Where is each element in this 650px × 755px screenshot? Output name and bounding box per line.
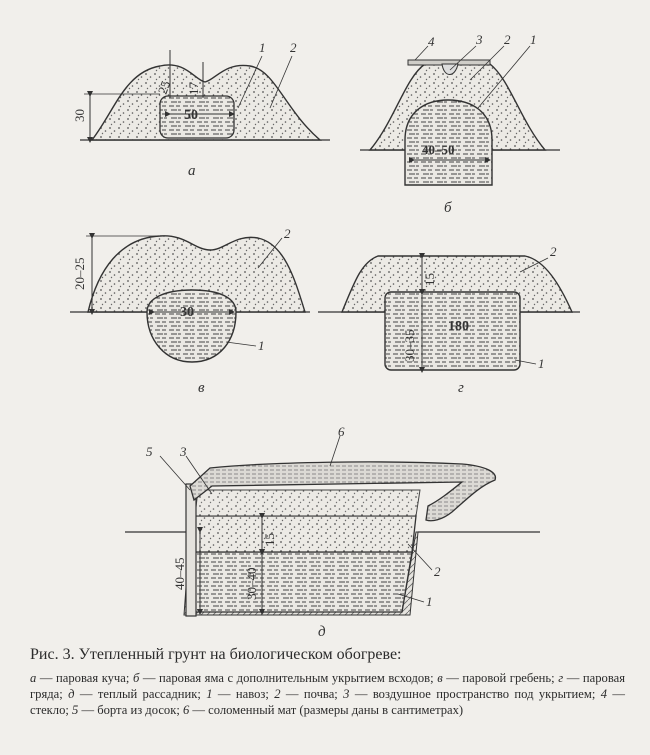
panel-b-callout-2: 2 [504,32,511,47]
panel-v-letter: в [198,380,205,396]
caption-key-3: 3 [343,687,350,701]
panel-d-callout-1: 1 [426,594,433,609]
panel-b-dim-40-50: 40–50 [422,142,455,157]
panel-d-dim-15: 15 [262,533,277,546]
caption-text-b: — паровая яма с дополнительным укрытием … [139,671,438,685]
caption-key-6: 6 [182,703,190,717]
panel-g-dim-30-35: 30–35 [402,330,417,363]
panel-g: 15 30–35 180 2 1 г [318,244,580,396]
panel-d-callout-3: 3 [179,444,187,459]
caption-title: Рис. 3. Утепленный грунт на биологическо… [30,646,402,663]
caption-body: а — паровая куча; б — паровая яма с допо… [30,670,625,718]
panel-a-letter: а [188,163,196,179]
panel-d-straw-mat [189,461,497,522]
panel-g-callout-2: 2 [550,244,557,259]
panel-d-soil-layer [192,515,417,553]
panel-b-letter: б [444,200,452,216]
panel-a: 30 25 17 50 1 2 а [72,40,330,179]
panel-g-dim-15: 15 [422,273,437,286]
caption-key-4: 4 [600,687,608,701]
caption-text-5: — борта из досок; [78,703,183,717]
panel-v-callout-2: 2 [284,226,291,241]
panel-b-callout-4: 4 [428,34,435,49]
panel-a-callout-1: 1 [259,40,266,55]
caption-key-2: 2 [274,687,281,701]
panel-v-dim-30: 30 [180,305,194,320]
panel-d-board [185,483,197,617]
caption-text-g: — паровая гряда; [30,671,625,701]
caption-text-6: — соломенный мат (размеры даны в сантиме… [189,703,464,717]
panel-d: 40–45 15 30–40 5 3 6 2 1 д [125,424,540,640]
caption-text-2: — почва; [280,687,344,701]
panel-a-dim-25: 25 [155,79,174,96]
caption-key-5: 5 [72,703,79,717]
caption-key-g: г [558,671,564,685]
figure-caption: Рис. 3. Утепленный грунт на биологическо… [30,646,625,718]
panel-a-callout-2: 2 [290,40,297,55]
panel-d-manure-layer [192,551,413,613]
panel-b-callout-3: 3 [475,32,483,47]
panel-b-callout-1: 1 [530,32,537,47]
caption-key-1: 1 [206,687,213,701]
panel-v: 20–25 30 2 1 в [70,226,310,396]
panel-g-dim-180: 180 [448,319,469,334]
caption-key-v: в [437,671,443,685]
panel-v-manure-core [146,289,237,363]
panel-d-callout-6: 6 [338,424,345,439]
panel-g-callout-1: 1 [538,356,545,371]
caption-text-3: — воздушное пространство под укрытием; [349,687,601,701]
panel-g-manure-trench [384,291,521,371]
caption-key-b: б [132,671,140,685]
panel-d-air-space [194,489,421,517]
figure-illustration: 30 25 17 50 1 2 а 40–50 4 3 2 1 б 20–2 [70,32,580,640]
caption-key-a: а [30,671,37,685]
panel-a-dim-30: 30 [72,109,87,122]
caption-text-1: — навоз; [212,687,275,701]
caption-text-4: — стекло; [30,687,626,717]
panel-d-callout-5: 5 [146,444,153,459]
panel-d-callout-2: 2 [434,564,441,579]
panel-a-dim-17: 17 [186,82,201,96]
panel-a-dim-50: 50 [184,108,198,123]
caption-key-d: д [68,687,75,701]
caption-text-d: — теплый рассадник; [74,687,207,701]
panel-b: 40–50 4 3 2 1 б [360,32,560,216]
panel-g-letter: г [458,380,464,396]
caption-text-a: — паровая куча; [36,671,133,685]
panel-v-soil-ridge [87,235,306,313]
caption-text-v: — паровой гребень; [442,671,559,685]
panel-b-manure-pit [404,99,493,186]
panel-a-manure-core [159,95,235,139]
panel-d-dim-40-45: 40–45 [172,558,187,591]
panel-d-letter: д [318,624,326,640]
panel-d-dim-30-40: 30–40 [244,568,259,601]
panel-v-dim-20-25: 20–25 [72,258,87,291]
panel-v-callout-1: 1 [258,338,265,353]
